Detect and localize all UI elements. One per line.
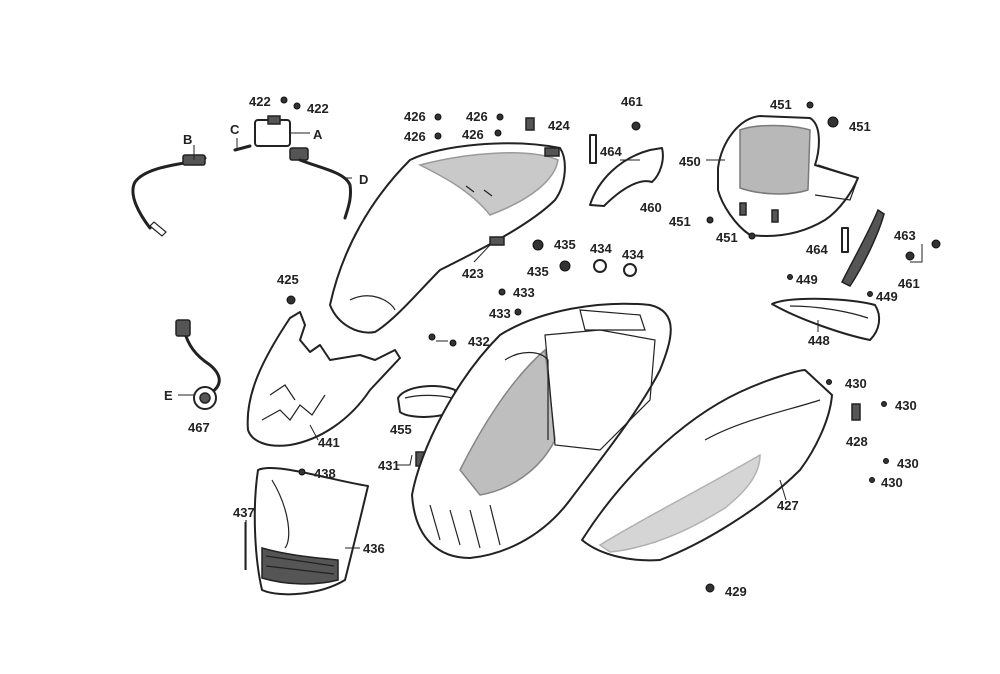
storage-box-431 <box>411 302 672 559</box>
rear-carrier-450 <box>706 101 859 240</box>
label-451-top: 451 <box>770 97 792 112</box>
label-429: 429 <box>725 584 747 599</box>
part-labels: 422 422 A B C D 425 E 467 441 438 437 43… <box>164 94 920 599</box>
label-430-a: 430 <box>845 376 867 391</box>
label-430-b: 430 <box>895 398 917 413</box>
label-B: B <box>183 132 192 147</box>
body-cover-423 <box>329 113 566 334</box>
label-430-d: 430 <box>881 475 903 490</box>
label-450: 450 <box>679 154 701 169</box>
strap-463 <box>840 208 941 287</box>
label-433-a: 433 <box>513 285 535 300</box>
label-461-right: 461 <box>898 276 920 291</box>
label-434-a: 434 <box>590 241 612 256</box>
rear-cover-448 <box>771 274 881 341</box>
label-449-left: 449 <box>796 272 818 287</box>
label-434-b: 434 <box>622 247 644 262</box>
label-431: 431 <box>378 458 400 473</box>
label-A: A <box>313 127 323 142</box>
label-430-c: 430 <box>897 456 919 471</box>
label-423: 423 <box>462 266 484 281</box>
label-422-right: 422 <box>307 101 329 116</box>
front-inner-cover-441 <box>246 295 401 447</box>
label-449-right: 449 <box>876 289 898 304</box>
label-437: 437 <box>233 505 255 520</box>
label-467: 467 <box>188 420 210 435</box>
label-425: 425 <box>277 272 299 287</box>
label-435-a: 435 <box>554 237 576 252</box>
label-451-right: 451 <box>849 119 871 134</box>
label-435-b: 435 <box>527 264 549 279</box>
label-463: 463 <box>894 228 916 243</box>
label-E: E <box>164 388 173 403</box>
label-422-left: 422 <box>249 94 271 109</box>
label-455: 455 <box>390 422 412 437</box>
switch-assembly-467 <box>175 319 221 410</box>
label-451-bottom: 451 <box>716 230 738 245</box>
label-426-d: 426 <box>462 127 484 142</box>
label-460: 460 <box>640 200 662 215</box>
label-464-right: 464 <box>806 242 828 257</box>
label-426-c: 426 <box>404 129 426 144</box>
label-451-left: 451 <box>669 214 691 229</box>
label-C: C <box>230 122 240 137</box>
label-438: 438 <box>314 466 336 481</box>
label-426-b: 426 <box>466 109 488 124</box>
label-432: 432 <box>468 334 490 349</box>
label-433-b: 433 <box>489 306 511 321</box>
label-424: 424 <box>548 118 570 133</box>
label-D: D <box>359 172 368 187</box>
label-441: 441 <box>318 435 340 450</box>
label-428: 428 <box>846 434 868 449</box>
side-cover-427 <box>581 369 889 593</box>
leg-shield-436 <box>245 466 369 596</box>
fasteners-middle <box>428 239 637 347</box>
label-426-a: 426 <box>404 109 426 124</box>
label-427: 427 <box>777 498 799 513</box>
label-436: 436 <box>363 541 385 556</box>
label-461-top: 461 <box>621 94 643 109</box>
label-464-left: 464 <box>600 144 622 159</box>
leader-lines <box>178 132 923 570</box>
label-448: 448 <box>808 333 830 348</box>
grab-bar-460 <box>589 121 664 207</box>
cable-assembly <box>131 96 352 237</box>
